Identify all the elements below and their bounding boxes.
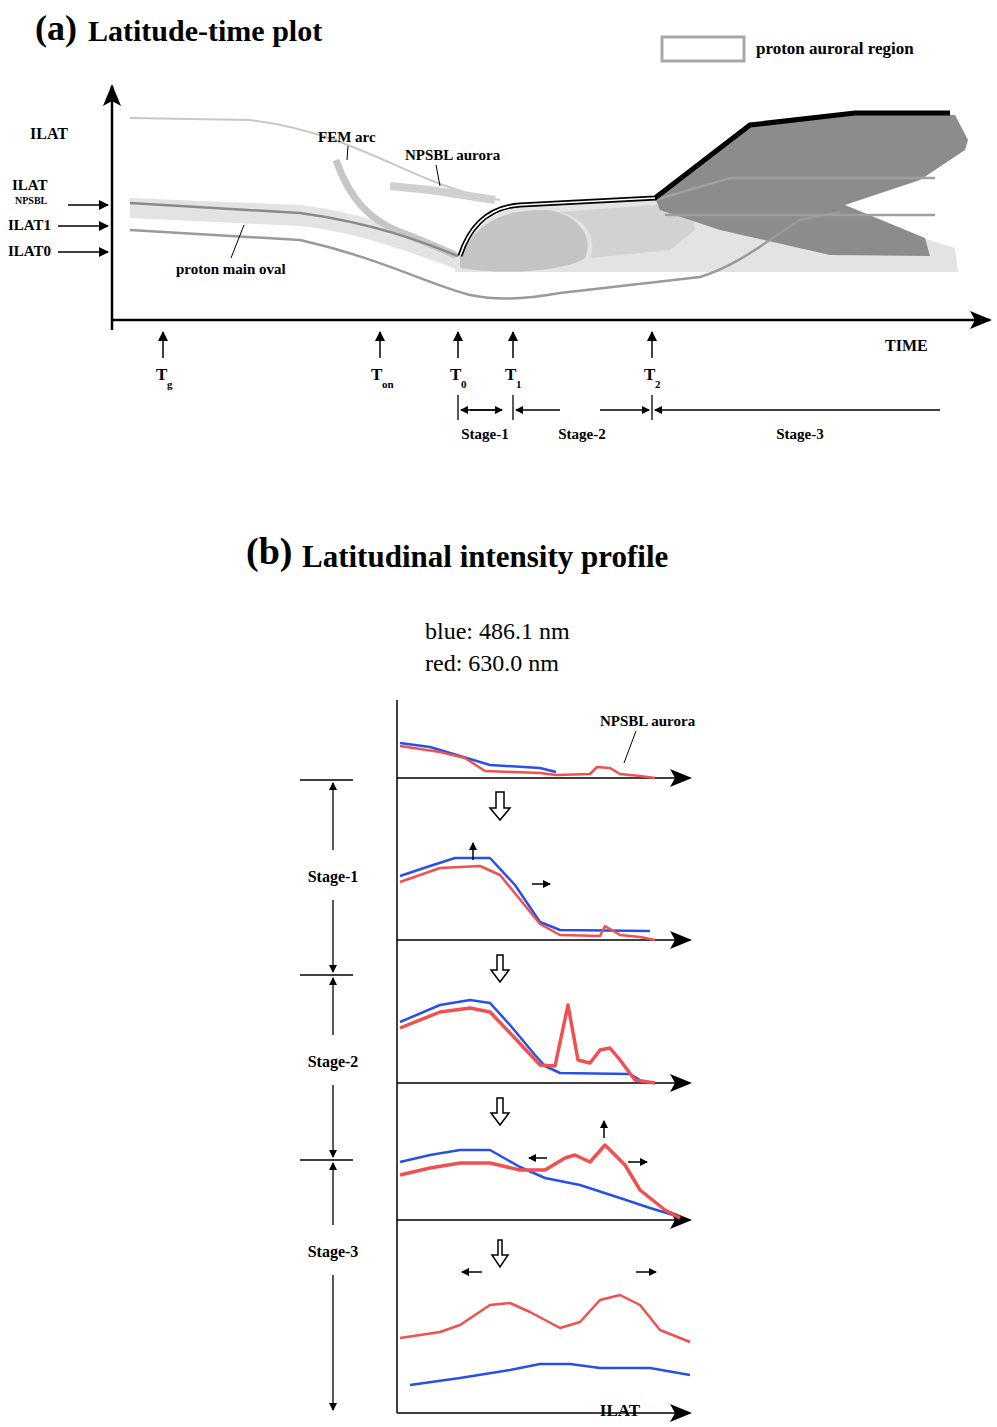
feature-label: FEM arc	[318, 130, 376, 145]
boundary-line	[130, 118, 500, 200]
fem-arc	[336, 160, 456, 256]
time-subscript: on	[382, 379, 394, 390]
stage-label: Stage-1	[461, 427, 509, 442]
time-subscript: 2	[655, 379, 661, 390]
axis-tick-label: ILAT1	[8, 218, 51, 233]
legend-text: proton auroral region	[756, 40, 914, 57]
axis-tick-label: ILAT0	[8, 244, 51, 259]
stage-label: Stage-3	[776, 427, 824, 442]
legend-note: blue: 486.1 nm	[425, 619, 570, 643]
equatorward-boundary	[130, 212, 840, 299]
step-arrows	[490, 792, 510, 1267]
axis-tick-subscript: NPSBL	[15, 196, 47, 206]
legend-note: red: 630.0 nm	[425, 651, 559, 675]
stage-label: Stage-2	[306, 1052, 361, 1072]
feature-label: NPSBL aurora	[600, 714, 695, 729]
time-subscript: g	[167, 379, 173, 390]
axis-label: TIME	[885, 338, 928, 354]
proton-auroral-region	[655, 113, 968, 256]
axis-tick-label: ILAT	[12, 178, 48, 193]
feature-label: NPSBL aurora	[405, 148, 500, 163]
axis-label: ILAT	[600, 1402, 640, 1419]
profile-axes	[397, 778, 690, 1413]
y-axis	[396, 700, 398, 1413]
poleward-boundary-inner	[460, 198, 655, 256]
poleward-boundary	[460, 113, 950, 256]
time-label: T	[371, 366, 382, 383]
legend-swatch	[662, 37, 744, 61]
time-subscript: 1	[516, 379, 522, 390]
main-oval-line	[130, 203, 458, 256]
panel-title: Latitude-time plot	[88, 16, 322, 46]
boundary-line	[655, 178, 935, 200]
time-label: T	[505, 366, 516, 383]
time-label: T	[644, 366, 655, 383]
stage-label: Stage-1	[306, 867, 361, 887]
npsbl-aurora-band	[390, 186, 495, 200]
panel-letter: (b)	[246, 532, 292, 570]
time-label: T	[156, 366, 167, 383]
intensity-profiles	[400, 743, 690, 1385]
boundary-line	[665, 214, 935, 217]
stage-label: Stage-2	[558, 427, 606, 442]
axis-pointers	[58, 205, 652, 358]
panel-title: Latitudinal intensity profile	[302, 541, 668, 572]
motion-arrows	[462, 843, 656, 1272]
time-subscript: 0	[461, 379, 467, 390]
axis-label: ILAT	[30, 126, 68, 142]
feature-label: proton main oval	[176, 262, 286, 277]
y-axis	[111, 86, 114, 330]
stage-brackets	[458, 395, 940, 420]
stage-label: Stage-3	[306, 1242, 361, 1262]
panel-letter: (a)	[35, 10, 77, 46]
x-axis	[112, 319, 990, 322]
time-label: T	[450, 366, 461, 383]
leader-line	[624, 731, 636, 763]
